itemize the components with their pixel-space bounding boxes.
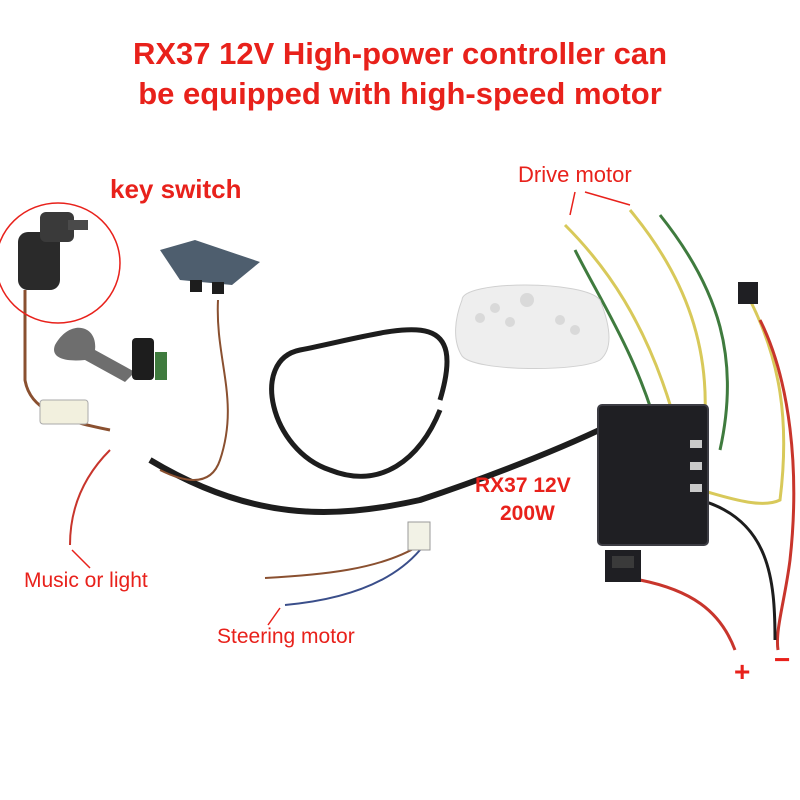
controller-box-icon — [597, 404, 709, 546]
battery-minus-label: − — [774, 644, 791, 675]
gear-shifter-icon — [54, 327, 167, 382]
steering-wire-lower — [284, 549, 421, 606]
drive-motor-label: Drive motor — [518, 162, 632, 187]
steering-connector — [407, 521, 431, 551]
battery-minus-wire — [699, 498, 777, 641]
diagram-title: RX37 12V High-power controller can be eq… — [0, 34, 800, 114]
controller-power-label: 200W — [500, 502, 555, 525]
right-wire-red — [758, 319, 796, 651]
music-or-light-label: Music or light — [24, 569, 148, 592]
main-cable — [148, 417, 622, 515]
main-cable-loop — [269, 327, 450, 479]
music-light-wire — [69, 449, 111, 546]
right-side-connector — [738, 282, 758, 304]
controller-model-label: RX37 12V — [475, 474, 571, 497]
key-switch-label: key switch — [110, 174, 242, 204]
pedal-wire — [159, 299, 229, 481]
power-switch-icon — [605, 550, 641, 582]
key-switch-highlight-circle — [0, 202, 121, 324]
music-light-leader — [71, 549, 91, 569]
remote-control-icon — [455, 284, 610, 370]
drive-wire-yellow-1 — [563, 223, 682, 441]
right-wire-yellow — [699, 299, 786, 505]
drive-motor-leader-2 — [584, 191, 631, 206]
steering-motor-label: Steering motor — [217, 625, 355, 648]
battery-plus-label: + — [734, 656, 751, 687]
steering-motor-leader — [267, 607, 281, 626]
steering-wire-upper — [264, 544, 421, 579]
drive-wire-green-2 — [658, 214, 729, 451]
title-line-2: be equipped with high-speed motor — [138, 76, 662, 111]
drive-motor-leader-1 — [569, 191, 576, 216]
title-line-1: RX37 12V High-power controller can — [132, 36, 668, 71]
key-switch-icon — [18, 212, 88, 290]
battery-plus-wire — [639, 578, 737, 651]
key-switch-connector — [39, 399, 89, 425]
pedal-icon — [160, 240, 260, 294]
